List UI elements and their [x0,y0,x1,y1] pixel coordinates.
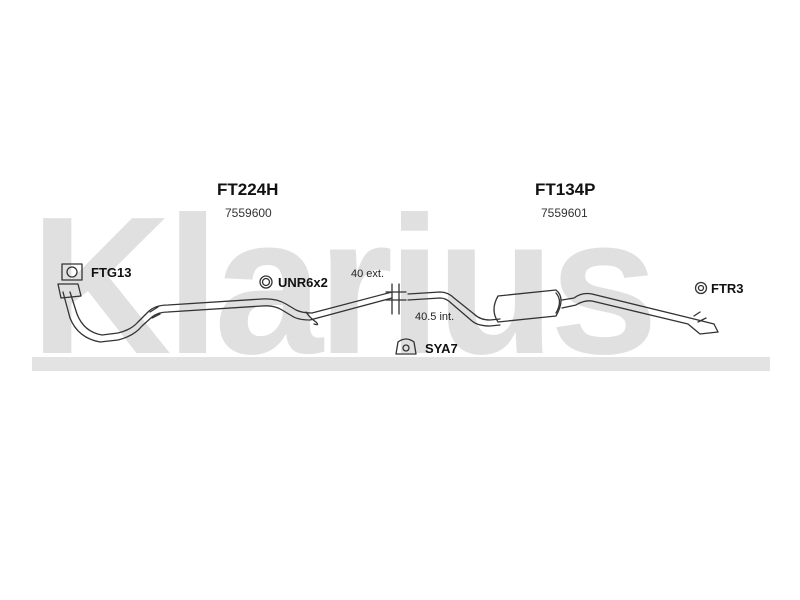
rear-silencer [493,289,562,323]
joint-markers [385,283,407,315]
hanger-mid-code: SYA7 [425,341,458,356]
dimension-int: 40.5 int. [415,311,455,323]
hanger-rear-icon [694,281,708,295]
front-flange [57,283,82,299]
watermark-underline [32,357,770,371]
front-hanger-bracket [305,311,319,326]
front-part-number: 7559600 [225,206,272,220]
hanger-rear-code: FTR3 [711,281,744,296]
rear-part-code: FT134P [535,180,596,199]
hanger-mid-icon [395,338,417,355]
rear-part-number: 7559601 [541,206,588,220]
gasket-icon [61,263,83,281]
clamp-icon [259,275,273,289]
clamp-code: UNR6x2 [278,275,328,290]
front-pipe [57,283,393,343]
dimension-ext: 40 ext. [351,268,385,280]
front-part-code: FT224H [217,180,279,199]
rear-hanger-bracket [693,311,707,323]
gasket-code: FTG13 [91,265,132,280]
rear-pipe [407,289,719,335]
